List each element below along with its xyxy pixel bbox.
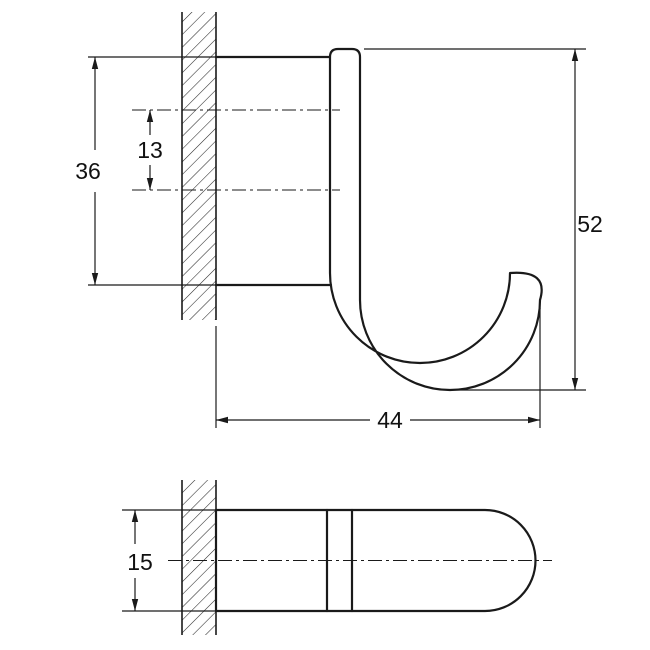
mount-plate-outline bbox=[214, 55, 333, 287]
arrowhead-up bbox=[131, 510, 139, 522]
bottom-view: 15 bbox=[122, 480, 552, 635]
dimension-52: 52 bbox=[364, 48, 603, 391]
wall-section-bottom bbox=[181, 480, 217, 635]
arrowhead-down bbox=[146, 178, 154, 190]
dimension-44: 44 bbox=[215, 308, 541, 433]
wall-section-side bbox=[181, 12, 217, 320]
arrowhead-up bbox=[146, 110, 154, 122]
arrowhead-right bbox=[528, 416, 540, 424]
hook-profile bbox=[328, 47, 543, 392]
dimension-13: 13 bbox=[137, 110, 163, 190]
side-view bbox=[132, 12, 543, 392]
dim-label-projection: 44 bbox=[377, 407, 403, 433]
hook-body-plan bbox=[214, 508, 537, 613]
arrowhead-up bbox=[571, 49, 579, 61]
arrowhead-down bbox=[571, 378, 579, 390]
dim-label-total-height: 52 bbox=[577, 211, 603, 237]
arrowhead-up bbox=[91, 57, 99, 69]
wall-hatch-fill bbox=[182, 12, 216, 320]
dim-label-hole-spacing: 13 bbox=[137, 137, 163, 163]
dimension-36: 36 bbox=[75, 56, 216, 286]
arrowhead-down bbox=[91, 273, 99, 285]
dim-label-mount-height: 36 bbox=[75, 158, 101, 184]
arrowhead-down bbox=[131, 599, 139, 611]
dimension-15: 15 bbox=[122, 509, 216, 612]
wall-hatch-fill bbox=[182, 480, 216, 635]
dim-label-width: 15 bbox=[127, 549, 153, 575]
arrowhead-left bbox=[216, 416, 228, 424]
